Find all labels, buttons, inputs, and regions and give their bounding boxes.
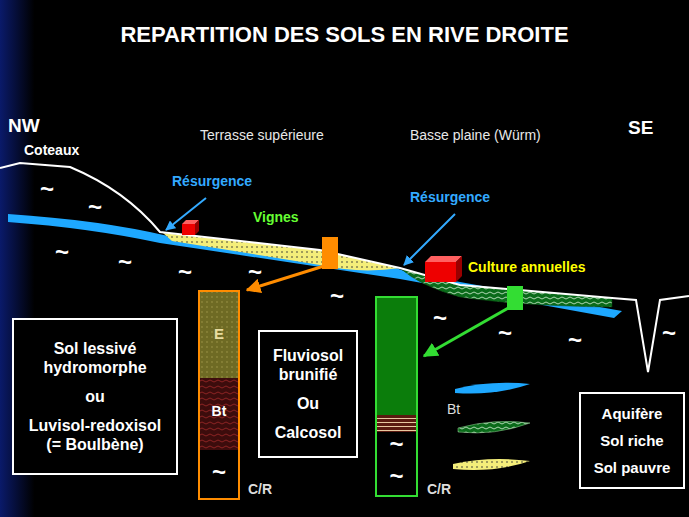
node-text: C/R [248, 482, 272, 496]
node-text: ~ [377, 464, 416, 488]
substrate-mark: ~ [88, 194, 102, 220]
substrate-mark: ~ [568, 327, 582, 353]
aquifer-band [8, 214, 622, 318]
soil-profile-column: EBt~C/R [198, 290, 240, 500]
substrate-mark: ~ [498, 320, 512, 346]
crop-label: Culture annuelles [468, 260, 585, 275]
soil-type-box: Fluviosol brunifiéOuCalcosol [258, 330, 358, 458]
node-text: Calcosol [275, 423, 342, 442]
resurgence-label: Résurgence [172, 174, 252, 189]
substrate-mark: ~ [178, 259, 192, 285]
legend-entry: Aquifère [602, 400, 663, 427]
node-text: ~ [377, 432, 416, 456]
crop-label: Vignes [253, 210, 299, 225]
soil-profile-column: ~~C/R [375, 296, 418, 497]
substrate-mark: ~ [55, 239, 69, 265]
legend-text: Sol pauvre [594, 459, 671, 476]
substrate-mark: ~ [118, 249, 132, 275]
sample-marker-orange [322, 237, 338, 269]
resurgence-arrow [404, 214, 455, 265]
area-label: Terrasse supérieure [200, 128, 324, 143]
node-text: ~ [200, 460, 238, 484]
substrate-mark: ~ [40, 176, 54, 202]
node-text: Luvisol-redoxisol (= Boulbène) [20, 416, 170, 454]
substrate-mark: ~ [433, 305, 447, 331]
node-text: Fluviosol brunifié [266, 346, 350, 384]
terrace-soil [163, 233, 400, 270]
compass-label: SE [628, 118, 653, 139]
legend-sample-rich [458, 421, 530, 433]
node-text: Bt [200, 404, 238, 418]
area-label: Basse plaine (Würm) [410, 128, 541, 143]
building-large [425, 256, 462, 282]
node-text: ou [85, 387, 105, 406]
node-text: Ou [297, 394, 319, 413]
node-text: C/R [427, 482, 451, 496]
horizon-a [375, 296, 418, 415]
legend-entry: Sol pauvre [594, 454, 671, 481]
horizon-e [198, 290, 240, 378]
resurgence-label: Résurgence [410, 190, 490, 205]
node-text: E [200, 326, 238, 341]
substrate-mark: ~ [662, 320, 676, 346]
substrate-mark: ~ [330, 283, 344, 309]
legend-sample-poor [453, 459, 530, 470]
node-text: Sol lessivé hydromorphe [20, 339, 170, 377]
title: REPARTITION DES SOLS EN RIVE DROITE [0, 22, 689, 48]
legend-box: AquifèreSol richeSol pauvre [579, 392, 685, 489]
legend-text: Aquifère [602, 405, 663, 422]
area-label: Coteaux [24, 143, 79, 158]
resurgence-arrow [166, 198, 206, 230]
horizon-label: Bt [447, 402, 460, 417]
legend-text: Sol riche [600, 432, 663, 449]
compass-label: NW [8, 116, 40, 137]
legend-sample-aquifer [455, 383, 530, 394]
horizon-bt [198, 378, 240, 450]
building-small [182, 220, 199, 235]
horizon-bt [375, 415, 418, 432]
substrate-mark: ~ [248, 259, 262, 285]
soil-type-box: Sol lessivé hydromorphe ouLuvisol-redoxis… [12, 318, 178, 475]
legend-entry: Sol riche [600, 427, 663, 454]
